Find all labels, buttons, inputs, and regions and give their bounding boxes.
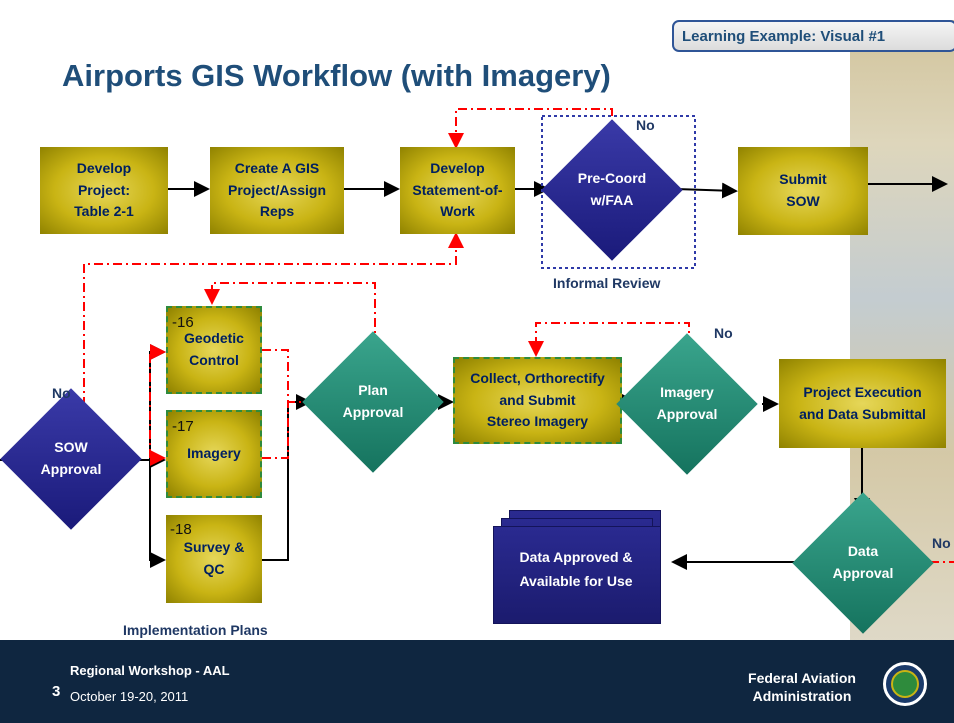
- submit-sow-box: Submit SOW: [738, 147, 868, 235]
- no-precoord-label: No: [636, 117, 655, 133]
- plan-approval-label: Plan Approval: [342, 382, 404, 420]
- data-approval-decision: Data Approval: [788, 488, 938, 638]
- no-data-label: No: [932, 535, 951, 551]
- learning-example-badge: Learning Example: Visual #1: [672, 20, 954, 52]
- sow-approval-decision: SOW Approval: [0, 384, 146, 534]
- project-execution-box: Project Execution and Data Submittal: [779, 359, 946, 448]
- footer-bar: [0, 640, 954, 723]
- data-approved-label: Data Approved & Available for Use: [519, 549, 633, 589]
- workshop-date: October 19-20, 2011: [70, 689, 189, 704]
- geodetic-control-box: -16 Geodetic Control: [166, 306, 262, 394]
- geodetic-label: Geodetic Control: [184, 330, 244, 368]
- develop-sow-label: Develop Statement-of- Work: [412, 159, 503, 220]
- workshop-name: Regional Workshop - AAL: [70, 663, 230, 678]
- imagery-approval-label: Imagery Approval: [656, 384, 718, 422]
- imagery-box: -17 Imagery: [166, 410, 262, 498]
- no-imagery-label: No: [714, 325, 733, 341]
- create-project-box: Create A GIS Project/Assign Reps: [210, 147, 344, 234]
- data-approved-output: Data Approved & Available for Use: [491, 510, 671, 624]
- slide-number: 3: [52, 683, 61, 700]
- develop-sow-box: Develop Statement-of- Work: [400, 147, 515, 234]
- implementation-plans-label: Implementation Plans: [123, 622, 268, 638]
- data-approval-label: Data Approval: [832, 543, 894, 581]
- precoord-decision: Pre-Coord w/FAA: [537, 115, 687, 265]
- submit-sow-label: Submit SOW: [779, 171, 827, 209]
- execution-label: Project Execution and Data Submittal: [799, 383, 926, 422]
- precoord-label: Pre-Coord w/FAA: [577, 170, 647, 208]
- imagery-label: Imagery: [187, 445, 241, 462]
- create-project-label: Create A GIS Project/Assign Reps: [227, 159, 327, 220]
- page-title: Airports GIS Workflow (with Imagery): [62, 58, 611, 93]
- develop-project-label: Develop Project: Table 2-1: [74, 159, 134, 220]
- informal-review-label: Informal Review: [553, 275, 661, 291]
- survey-qc-box: -18 Survey & QC: [166, 515, 262, 603]
- collect-imagery-box: Collect, Orthorectify and Submit Stereo …: [453, 357, 622, 444]
- develop-project-box: Develop Project: Table 2-1: [40, 147, 168, 234]
- imagery-approval-decision: Imagery Approval: [612, 329, 762, 479]
- geodetic-number: -16: [172, 314, 194, 331]
- document-page: [493, 526, 661, 624]
- sow-approval-label: SOW Approval: [40, 439, 102, 477]
- imagery-number: -17: [172, 418, 194, 435]
- no-sow-label: No: [52, 385, 71, 401]
- collect-label: Collect, Orthorectify and Submit Stereo …: [470, 369, 605, 430]
- survey-label: Survey & QC: [183, 539, 245, 577]
- agency-name: Federal Aviation Administration: [748, 670, 856, 704]
- plan-approval-decision: Plan Approval: [298, 327, 448, 477]
- survey-number: -18: [170, 521, 192, 538]
- faa-seal-icon: [883, 662, 927, 706]
